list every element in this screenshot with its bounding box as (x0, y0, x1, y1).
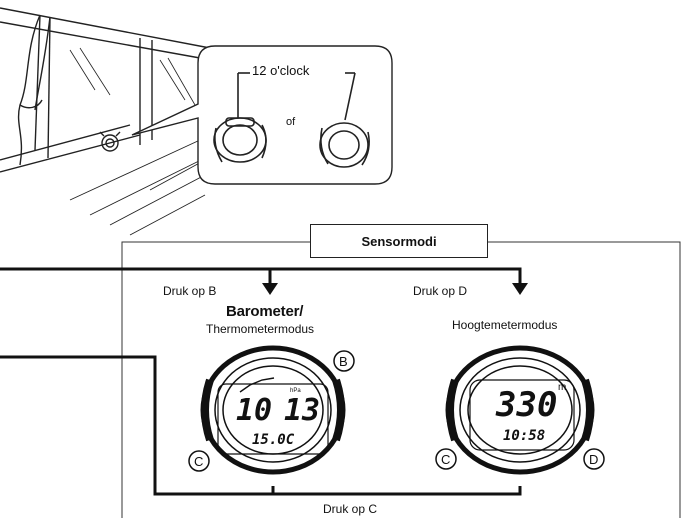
button-circles (188, 350, 605, 472)
barometer-unit: hPa (290, 388, 301, 394)
bubble-watch-left (213, 72, 267, 163)
bubble-or-label: of (286, 116, 296, 128)
barometer-button-b: B (339, 354, 348, 369)
bubble-position-label: 12 o'clock (252, 63, 310, 78)
barometer-mode-subtitle: Thermometermodus (206, 322, 315, 336)
room-window-drawing (0, 7, 211, 236)
press-d-label: Druk op D (413, 284, 468, 298)
altimeter-sub-display: 10:58 (503, 428, 546, 444)
altimeter-main-display: 330 (496, 385, 558, 425)
altimeter-mode-title: Hoogtemetermodus (452, 318, 558, 332)
barometer-sub-display: 15.0C (252, 432, 295, 448)
press-c-label: Druk op C (323, 502, 378, 516)
connector-lines (0, 267, 522, 496)
barometer-main-right: 13 (284, 393, 321, 428)
speech-bubble-outline (131, 45, 393, 185)
arrowheads (262, 283, 528, 295)
bubble-watch-right (319, 72, 370, 168)
sensor-modes-title: Sensormodi (310, 224, 488, 258)
barometer-mode-title: Barometer/ (226, 303, 304, 320)
barometer-watch (200, 345, 346, 475)
altimeter-unit: m (558, 382, 567, 393)
altimeter-button-d: D (589, 452, 599, 467)
press-b-label: Druk op B (163, 284, 217, 298)
barometer-main-left: 10 (236, 393, 273, 428)
barometer-button-c: C (194, 454, 204, 469)
altimeter-watch (445, 345, 595, 475)
sensor-modes-title-text: Sensormodi (361, 233, 437, 249)
altimeter-button-c: C (441, 452, 451, 467)
